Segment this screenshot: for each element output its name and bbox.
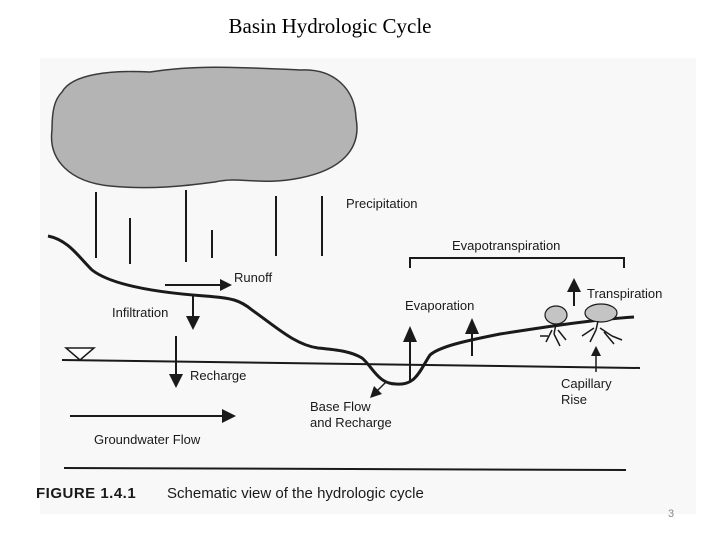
plant-small	[540, 305, 568, 347]
label-capillary-rise-2: Rise	[561, 392, 588, 407]
page-number: 3	[668, 508, 675, 520]
label-groundwater-flow: Groundwater Flow	[94, 432, 201, 447]
precipitation-lines	[95, 190, 323, 264]
label-transpiration: Transpiration	[587, 286, 663, 301]
base-flow-arrow-head	[370, 386, 382, 398]
label-base-flow-1: Base Flow	[310, 399, 371, 414]
label-precipitation: Precipitation	[346, 196, 418, 211]
label-runoff: Runoff	[234, 270, 273, 285]
caption-text: Schematic view of the hydrologic cycle	[167, 485, 424, 502]
label-recharge: Recharge	[190, 368, 247, 383]
water-table-icon	[63, 347, 97, 361]
capillary-rise-arrow-head	[591, 346, 601, 356]
evaporation-arrow-2-head	[465, 318, 479, 334]
slide-title: Basin Hydrologic Cycle	[228, 14, 432, 38]
recharge-arrow-head	[169, 374, 183, 388]
transpiration-arrow-head	[567, 278, 581, 292]
evapotranspiration-bracket	[409, 257, 625, 268]
label-infiltration: Infiltration	[112, 305, 169, 320]
ground-surface	[47, 234, 635, 386]
label-base-flow-2: and Recharge	[310, 415, 392, 430]
caption-rule	[63, 467, 627, 471]
plant-large	[581, 303, 623, 345]
label-evaporation: Evaporation	[405, 298, 475, 313]
groundwater-flow-arrow-head	[222, 409, 236, 423]
evaporation-arrow-1-head	[403, 326, 417, 342]
runoff-arrow-head	[220, 279, 232, 291]
caption-prefix: FIGURE 1.4.1	[36, 485, 137, 502]
water-table-line	[61, 359, 641, 369]
cloud	[50, 66, 358, 189]
infiltration-arrow-head	[186, 316, 200, 330]
label-evapotranspiration: Evapotranspiration	[452, 238, 561, 253]
label-capillary-rise-1: Capillary	[561, 376, 612, 391]
